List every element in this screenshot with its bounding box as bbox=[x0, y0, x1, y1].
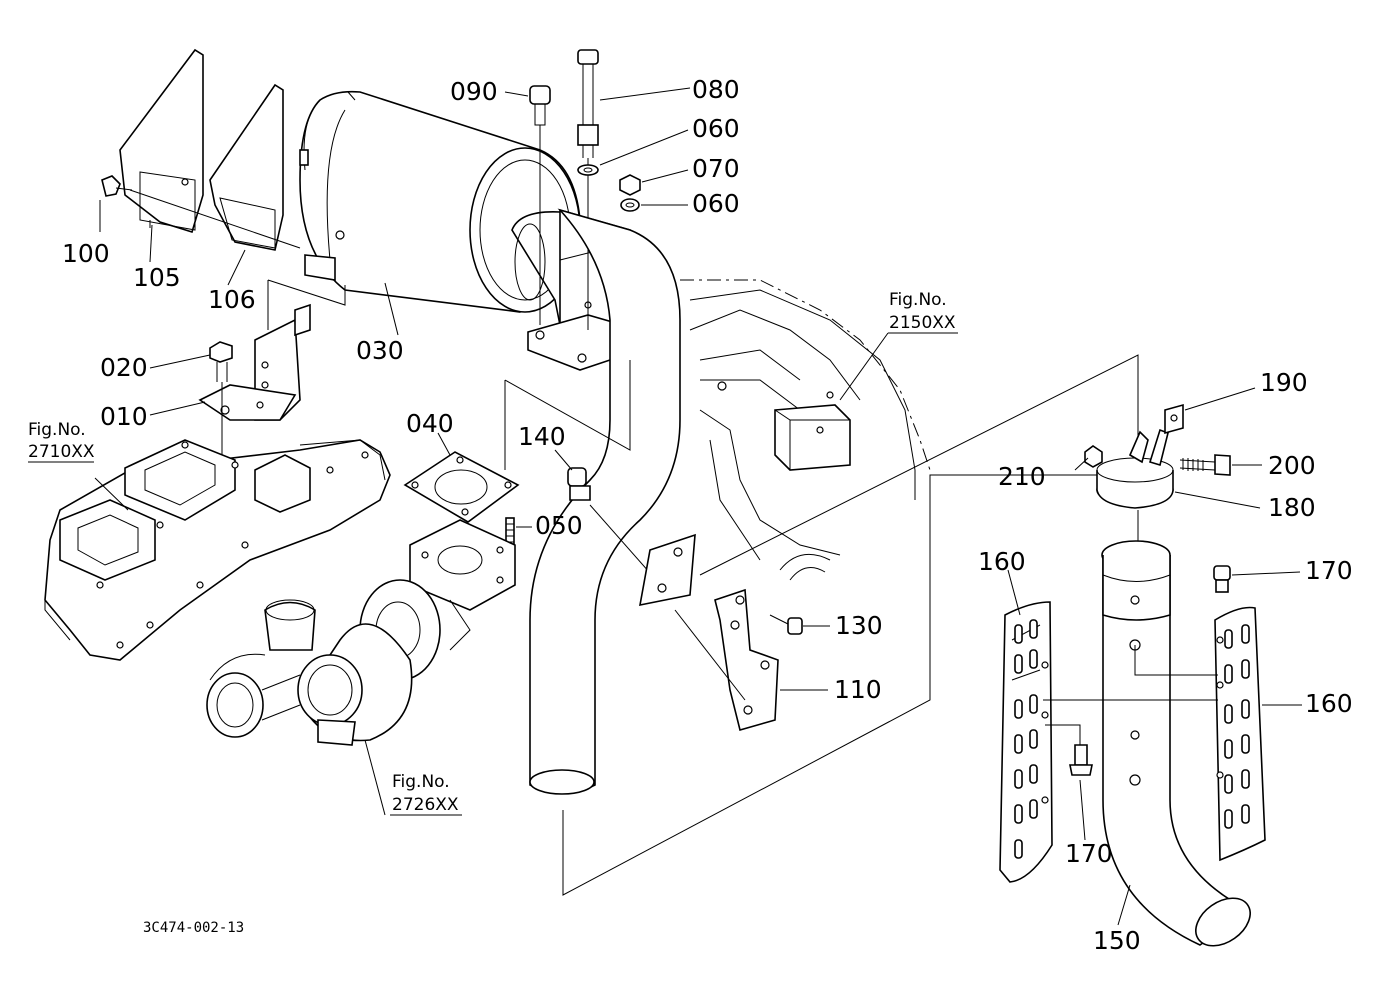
label-030: 030 bbox=[356, 336, 404, 365]
fig-ref-2710-code: 2710XX bbox=[28, 442, 95, 462]
leader-040 bbox=[437, 432, 451, 456]
label-170a: 170 bbox=[1305, 556, 1353, 585]
label-060b: 060 bbox=[692, 189, 740, 218]
leader-090 bbox=[504, 91, 529, 97]
fig-ref-2150-code: 2150XX bbox=[889, 313, 956, 333]
bracket-110 bbox=[714, 588, 779, 731]
leader-020 bbox=[149, 354, 211, 369]
label-130: 130 bbox=[835, 611, 883, 640]
label-070: 070 bbox=[692, 154, 740, 183]
leader-210 bbox=[1074, 457, 1089, 471]
bracket-010 bbox=[198, 303, 311, 421]
connector-shield-c bbox=[1045, 724, 1081, 745]
panel-106 bbox=[209, 83, 284, 251]
label-110: 110 bbox=[834, 675, 882, 704]
washer-190 bbox=[1164, 403, 1184, 435]
bolt-130 bbox=[769, 614, 803, 635]
label-200: 200 bbox=[1268, 451, 1316, 480]
label-210: 210 bbox=[998, 462, 1046, 491]
exhaust-pipe bbox=[529, 208, 681, 795]
bolt-170-right bbox=[1213, 565, 1231, 593]
connector-line-c bbox=[699, 354, 1139, 576]
connector-shield-a bbox=[1134, 645, 1218, 676]
connector-line-a bbox=[504, 360, 631, 451]
nut-210 bbox=[1084, 445, 1103, 468]
leader-180 bbox=[1174, 491, 1261, 509]
tail-pipe-150 bbox=[1101, 540, 1251, 947]
label-080: 080 bbox=[692, 75, 740, 104]
leader-100 bbox=[129, 189, 301, 249]
panel-105 bbox=[119, 48, 204, 234]
fig-ref-2726-code: 2726XX bbox=[392, 795, 459, 815]
exhaust-manifold bbox=[44, 439, 391, 661]
label-010: 010 bbox=[100, 402, 148, 431]
label-100: 100 bbox=[62, 239, 110, 268]
gasket-040 bbox=[403, 451, 520, 523]
heat-shield-160-left bbox=[999, 601, 1053, 883]
bolt-090 bbox=[529, 85, 551, 325]
leader-170a bbox=[1231, 571, 1301, 576]
turbocharger bbox=[206, 519, 516, 746]
fitting-140 bbox=[567, 467, 591, 501]
engine-block-outline bbox=[680, 279, 931, 581]
fig-ref-2710-title: Fig.No. bbox=[28, 420, 86, 440]
leader-190 bbox=[1184, 387, 1256, 411]
label-190: 190 bbox=[1260, 368, 1308, 397]
leader-2726 bbox=[364, 739, 386, 816]
leader-170b bbox=[1079, 779, 1086, 841]
label-090: 090 bbox=[450, 77, 498, 106]
leader-080 bbox=[599, 87, 691, 101]
leader-150 bbox=[1117, 884, 1131, 926]
leader-160a bbox=[1007, 569, 1021, 616]
leader-106 bbox=[227, 249, 246, 286]
drawing-code: 3C474-002-13 bbox=[143, 920, 244, 936]
label-170b: 170 bbox=[1065, 839, 1113, 868]
leader-105 bbox=[149, 224, 153, 263]
bolt-080 bbox=[577, 49, 599, 330]
leader-030 bbox=[384, 282, 399, 336]
leader-2150 bbox=[839, 332, 889, 401]
label-140: 140 bbox=[518, 422, 566, 451]
leader-010 bbox=[149, 401, 206, 416]
leader-060a bbox=[599, 129, 689, 166]
pipe-bracket-plate bbox=[639, 533, 696, 607]
label-160b: 160 bbox=[1305, 689, 1353, 718]
fig-ref-2726-title: Fig.No. bbox=[392, 772, 450, 792]
label-050: 050 bbox=[535, 511, 583, 540]
label-106: 106 bbox=[208, 285, 256, 314]
label-105: 105 bbox=[133, 263, 181, 292]
label-020: 020 bbox=[100, 353, 148, 382]
fig-ref-2150-title: Fig.No. bbox=[889, 290, 947, 310]
label-060a: 060 bbox=[692, 114, 740, 143]
washer-060a bbox=[577, 164, 599, 176]
bolt-170-left bbox=[1069, 744, 1093, 776]
leader-140 bbox=[554, 449, 573, 471]
bracket-lines-030 bbox=[267, 279, 346, 330]
heat-shield-160-right bbox=[1214, 606, 1266, 862]
label-160a: 160 bbox=[978, 547, 1026, 576]
leader-2710 bbox=[94, 477, 129, 511]
label-040: 040 bbox=[406, 409, 454, 438]
label-180: 180 bbox=[1268, 493, 1316, 522]
leader-070 bbox=[641, 169, 689, 183]
nut-070 bbox=[619, 174, 641, 196]
connector-line-d bbox=[562, 474, 1138, 896]
bolt-200 bbox=[1179, 454, 1231, 476]
clamp-180 bbox=[1096, 428, 1174, 509]
label-150: 150 bbox=[1093, 926, 1141, 955]
bolt-100 bbox=[101, 175, 133, 197]
leader-bracket-link bbox=[674, 609, 746, 701]
washer-060b bbox=[620, 198, 640, 212]
